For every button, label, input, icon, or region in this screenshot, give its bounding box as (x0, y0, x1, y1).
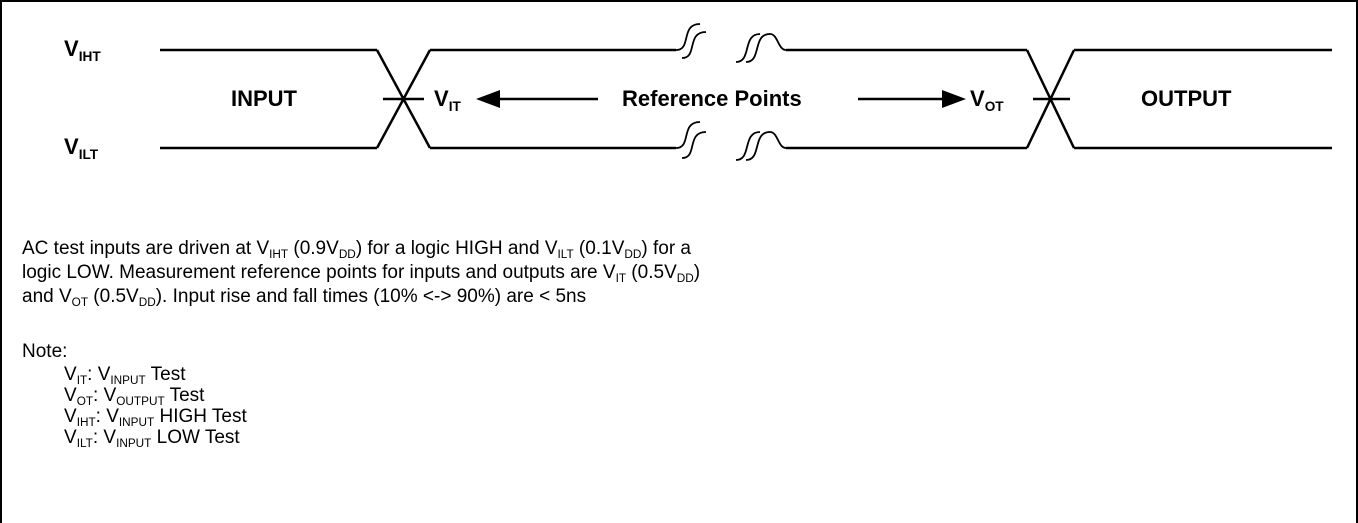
break-marks-top (675, 23, 787, 63)
notes-heading: Note: (22, 341, 68, 362)
notes-section: Note: VIT: VINPUT Test VOT: VOUTPUT Test… (22, 341, 247, 451)
reference-points-label: Reference Points (622, 86, 802, 111)
description-paragraph: AC test inputs are driven at VIHT (0.9VD… (22, 237, 1322, 309)
v-ilt-label: VILT (64, 134, 99, 162)
description-line-2: logic LOW. Measurement reference points … (22, 262, 701, 286)
timing-diagram (160, 23, 1332, 161)
description-line-1: AC test inputs are driven at VIHT (0.9VD… (22, 238, 691, 262)
break-marks-bottom (675, 121, 787, 161)
arrow-left-head (476, 90, 500, 108)
note-v-it: VIT: VINPUT Test (64, 364, 186, 388)
note-v-ilt: VILT: VINPUT LOW Test (64, 427, 240, 451)
v-iht-label: VIHT (64, 36, 101, 64)
description-line-3: and VOT (0.5VDD). Input rise and fall ti… (22, 286, 587, 310)
note-v-ot: VOT: VOUTPUT Test (64, 385, 205, 409)
v-ot-label: VOT (970, 86, 1004, 114)
v-it-label: VIT (434, 86, 461, 114)
output-label: OUTPUT (1141, 86, 1232, 111)
note-v-iht: VIHT: VINPUT HIGH Test (64, 406, 247, 430)
arrow-right-head (942, 90, 966, 108)
input-label: INPUT (231, 86, 297, 111)
